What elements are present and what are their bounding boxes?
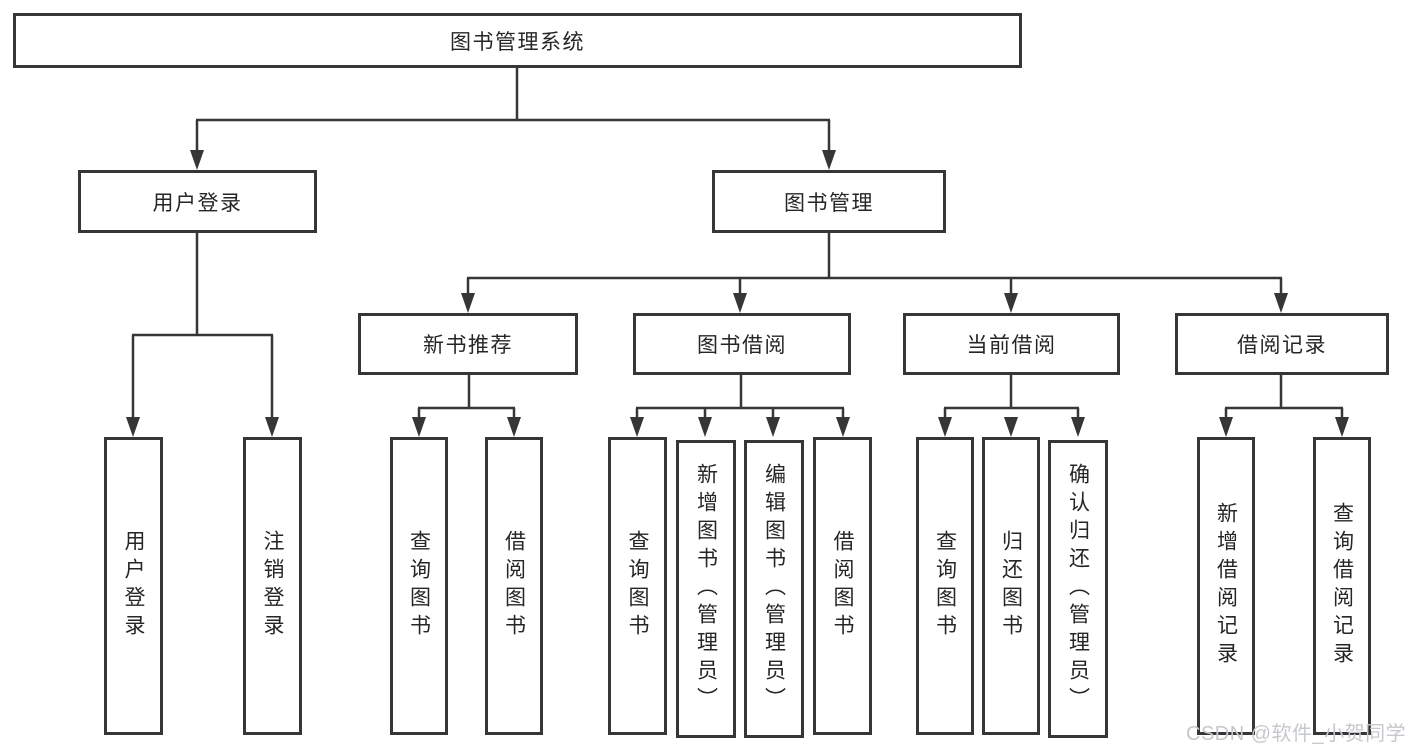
leaf-query-books-current: 查询图书 [916, 437, 974, 735]
node-current-borrow-label: 当前借阅 [966, 334, 1057, 357]
leaf-query-books-recommend: 查询图书 [390, 437, 448, 735]
leaf-query-books-current-label: 查询图书 [933, 530, 957, 642]
leaf-add-borrow-record: 新增借阅记录 [1197, 437, 1255, 735]
node-user-login: 用户登录 [78, 170, 317, 233]
node-new-book-recommend: 新书推荐 [358, 313, 578, 375]
leaf-borrow-books: 借阅图书 [813, 437, 872, 735]
leaf-query-books-recommend-label: 查询图书 [407, 530, 431, 642]
node-borrow-records-label: 借阅记录 [1237, 334, 1327, 357]
node-book-management-label: 图书管理 [784, 191, 874, 215]
leaf-user-login: 用户登录 [104, 437, 163, 735]
leaf-edit-books-admin-label: 编辑图书（管理员） [762, 463, 786, 715]
node-book-borrow: 图书借阅 [633, 313, 851, 375]
node-book-borrow-label: 图书借阅 [697, 334, 787, 357]
leaf-add-books-admin-label: 新增图书（管理员） [694, 463, 718, 715]
leaf-add-books-admin: 新增图书（管理员） [676, 440, 736, 738]
leaf-user-login-label: 用户登录 [122, 530, 145, 642]
node-root-label: 图书管理系统 [450, 30, 585, 54]
leaf-logout: 注销登录 [243, 437, 302, 735]
leaf-confirm-return-admin-label: 确认归还（管理员） [1066, 463, 1090, 715]
arrowheads [126, 150, 1349, 437]
node-borrow-records: 借阅记录 [1175, 313, 1389, 375]
node-new-book-recommend-label: 新书推荐 [423, 334, 513, 357]
node-user-login-label: 用户登录 [152, 191, 243, 215]
csdn-watermark: CSDN @软件_小贺同学 [1186, 723, 1405, 745]
leaf-query-borrow-record-label: 查询借阅记录 [1330, 502, 1354, 670]
node-book-management: 图书管理 [712, 170, 946, 233]
leaf-query-books-borrow-label: 查询图书 [626, 530, 649, 642]
leaf-borrow-books-recommend-label: 借阅图书 [502, 530, 526, 642]
leaf-confirm-return-admin: 确认归还（管理员） [1048, 440, 1108, 738]
leaf-logout-label: 注销登录 [261, 530, 284, 642]
node-root: 图书管理系统 [13, 13, 1022, 68]
leaf-return-books: 归还图书 [982, 437, 1040, 735]
leaf-add-borrow-record-label: 新增借阅记录 [1214, 502, 1238, 670]
leaf-return-books-label: 归还图书 [999, 530, 1023, 642]
leaf-query-borrow-record: 查询借阅记录 [1313, 437, 1371, 735]
leaf-edit-books-admin: 编辑图书（管理员） [744, 440, 804, 738]
leaf-query-books-borrow: 查询图书 [608, 437, 667, 735]
leaf-borrow-books-recommend: 借阅图书 [485, 437, 543, 735]
node-current-borrow: 当前借阅 [903, 313, 1120, 375]
leaf-borrow-books-label: 借阅图书 [831, 530, 854, 642]
